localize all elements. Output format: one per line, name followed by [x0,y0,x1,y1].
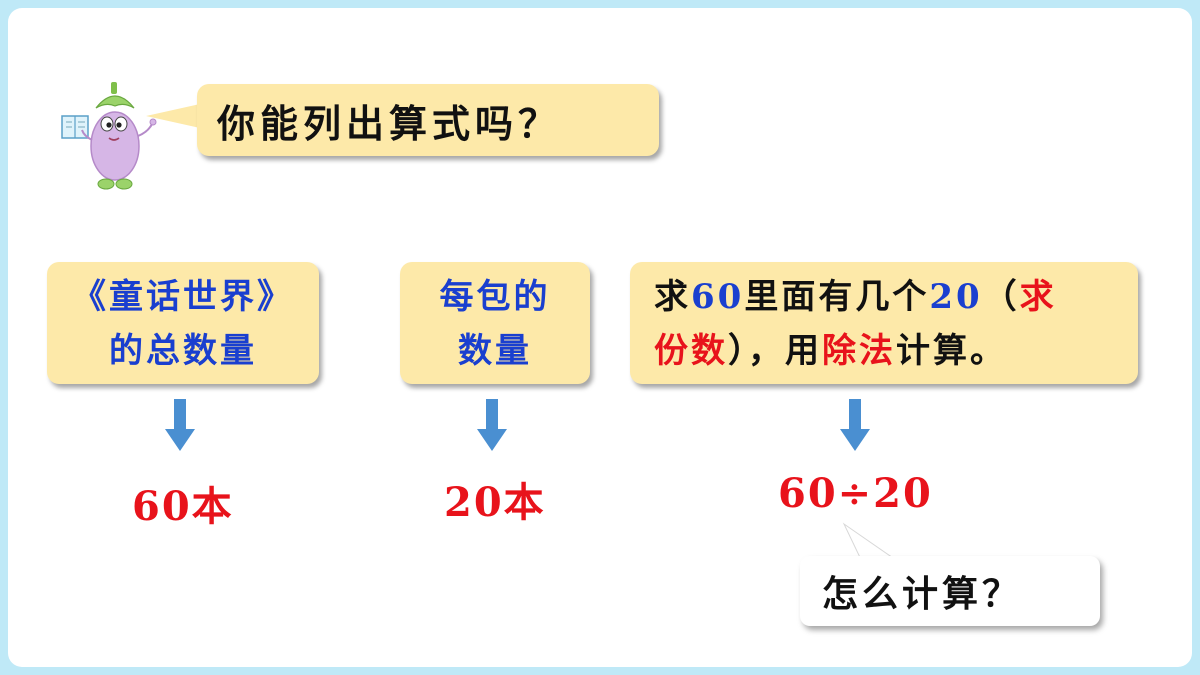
division-formula: 60÷20 [778,470,933,517]
per-pack-line2: 数量 [458,331,532,371]
per-pack-box: 每包的 数量 [400,262,590,384]
followup-text: 怎么计算？ [822,573,1023,615]
speech-bubble-tail [146,104,200,128]
down-arrow-icon [165,399,195,451]
explain-number-20: 20 [929,277,983,317]
total-value: 60本 [132,483,234,530]
question-text: 你能列出算式吗？ [217,100,562,146]
total-quantity-line1: 《童话世界》 [72,277,294,317]
total-quantity-line2: 的总数量 [109,331,257,371]
down-arrow-icon [840,399,870,451]
explanation-box: 求60里面有几个20（求 份数），用除法计算。 [630,262,1138,384]
explain-text: 计算。 [896,331,1007,371]
explanation-line1: 求60里面有几个20（求 [654,270,1138,324]
eggplant-mascot-icon [61,82,157,190]
down-arrow-icon [477,399,507,451]
per-pack-value: 20本 [444,479,546,526]
explain-text: （ [982,277,1020,317]
explain-highlight-division: 除法 [822,331,896,371]
explain-highlight: 份数 [654,331,728,371]
explain-text: ），用 [728,331,822,371]
explain-highlight: 求 [1019,277,1057,317]
explain-text: 里面有几个 [744,277,930,317]
explain-text: 求 [654,277,691,317]
per-pack-line1: 每包的 [439,277,551,317]
question-bubble: 你能列出算式吗？ [197,84,659,156]
explain-number-60: 60 [691,277,745,317]
explanation-line2: 份数），用除法计算。 [654,324,1138,378]
followup-bubble: 怎么计算？ [800,556,1100,626]
total-quantity-box: 《童话世界》 的总数量 [47,262,319,384]
